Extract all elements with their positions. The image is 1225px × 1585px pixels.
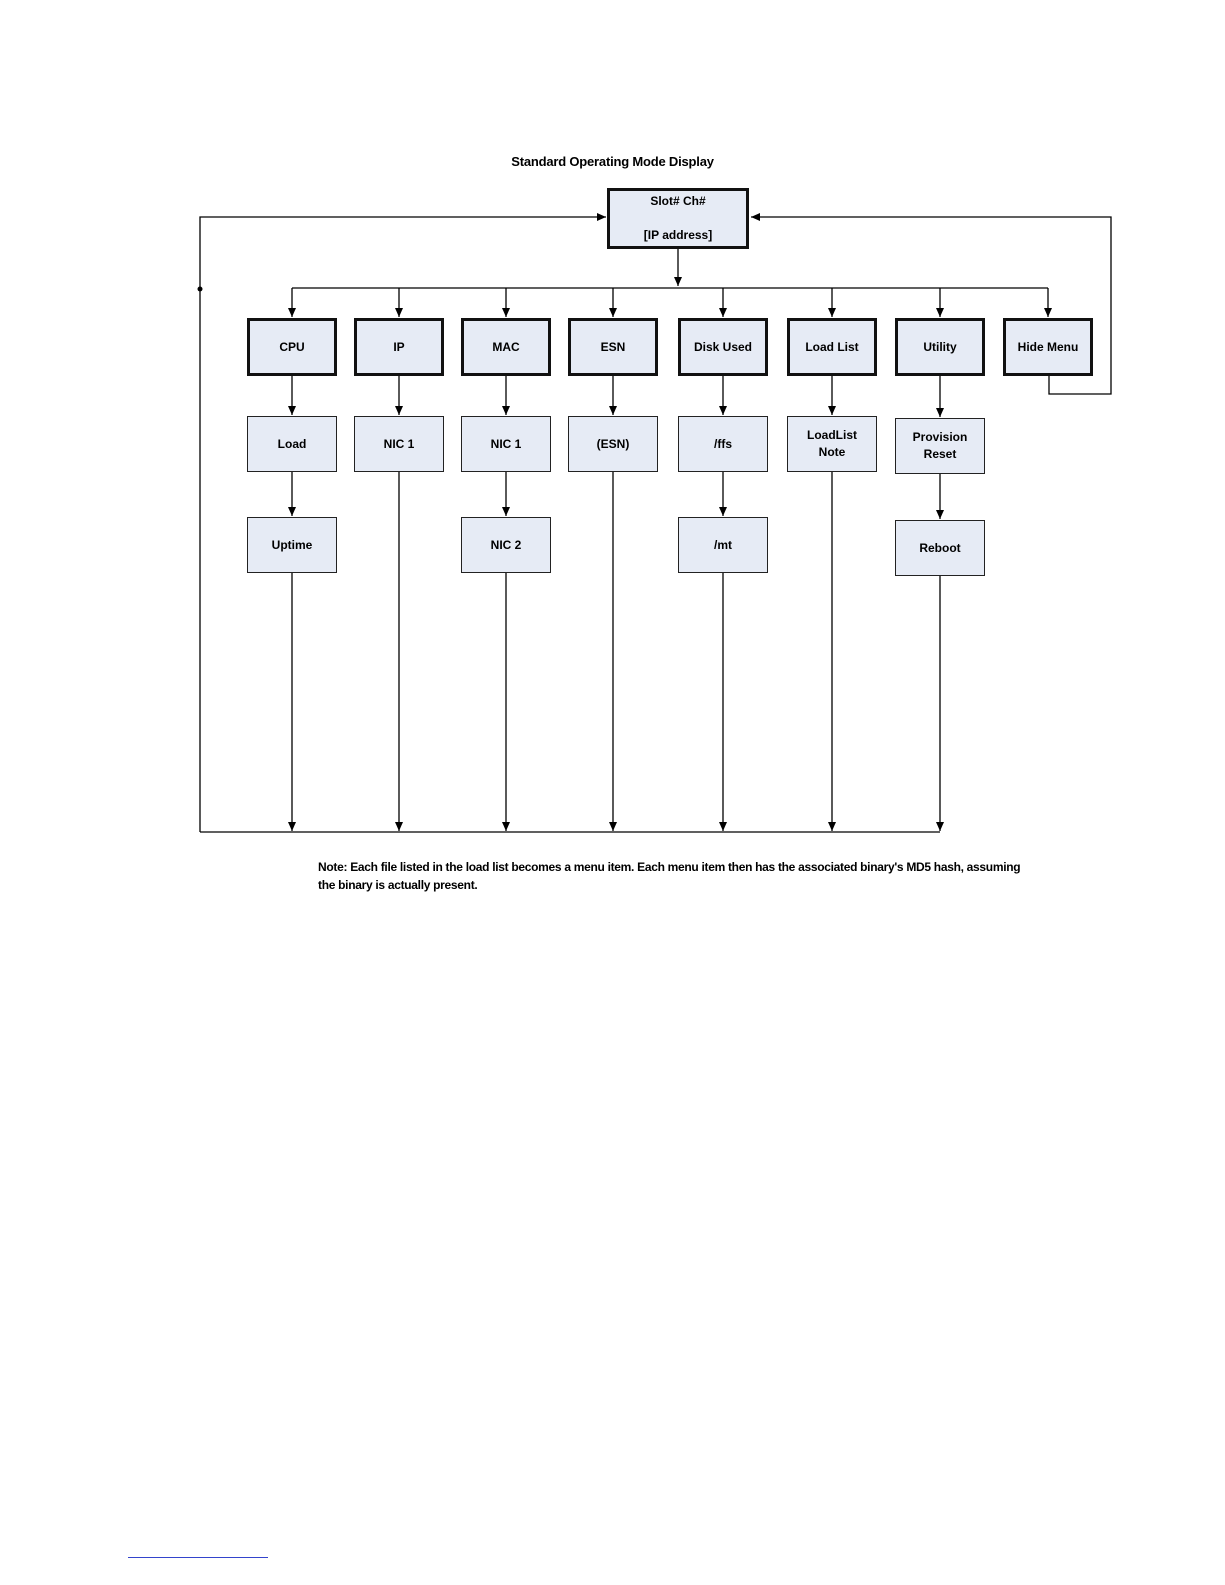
menu-disk-used: Disk Used	[678, 318, 768, 376]
menu-mac: MAC	[461, 318, 551, 376]
diagram-title: Standard Operating Mode Display	[511, 154, 714, 169]
menu-hide-menu: Hide Menu	[1003, 318, 1093, 376]
disk-used-item-2: /mt	[678, 517, 768, 573]
cpu-item-2: Uptime	[247, 517, 337, 573]
left-loop-arrow	[199, 213, 606, 832]
mac-item-2: NIC 2	[461, 517, 551, 573]
ip-item-1: NIC 1	[354, 416, 444, 472]
note-text: Note: Each file listed in the load list …	[318, 860, 1021, 892]
hide-menu-loop-arrow	[751, 213, 1112, 395]
root-line-2: [IP address]	[643, 228, 713, 242]
root-line-1: Slot# Ch#	[650, 194, 706, 208]
mac-item-1: NIC 1	[461, 416, 551, 472]
load-list-item-1: LoadList Note	[787, 416, 877, 472]
menu-utility: Utility	[895, 318, 985, 376]
menu-ip: IP	[354, 318, 444, 376]
menu-load-list: Load List	[787, 318, 877, 376]
footer-rule	[128, 1557, 268, 1558]
menu-cpu: CPU	[247, 318, 337, 376]
cpu-item-1: Load	[247, 416, 337, 472]
junction-dot	[197, 286, 203, 292]
root-node: Slot# Ch# [IP address]	[607, 188, 749, 249]
utility-item-1: Provision Reset	[895, 418, 985, 474]
disk-used-item-1: /ffs	[678, 416, 768, 472]
utility-item-2: Reboot	[895, 520, 985, 576]
esn-item-1: (ESN)	[568, 416, 658, 472]
menu-esn: ESN	[568, 318, 658, 376]
